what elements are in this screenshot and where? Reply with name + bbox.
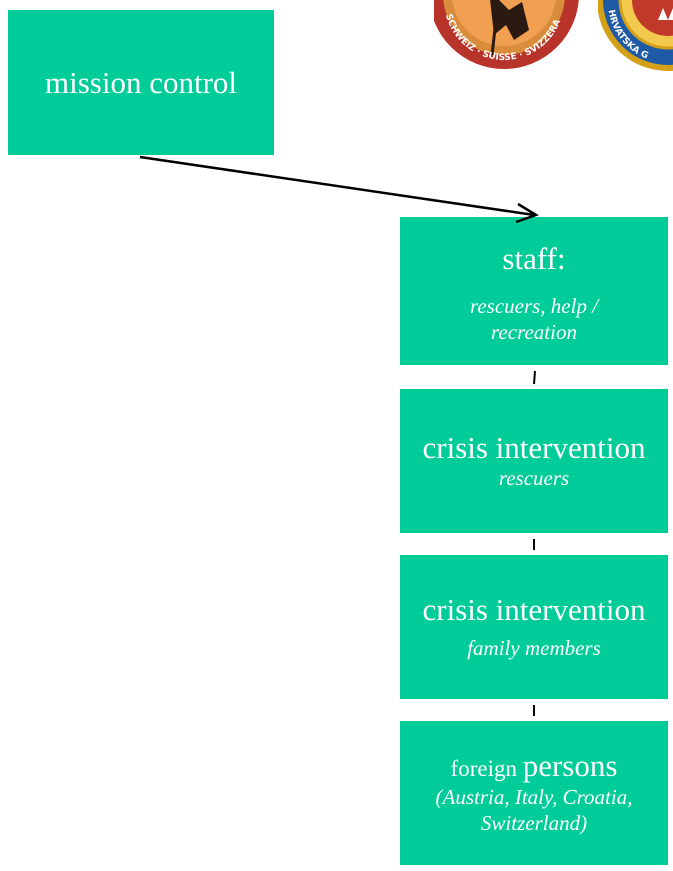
crisis-family-title: crisis intervention xyxy=(422,592,646,627)
mission-control-box: mission control xyxy=(8,10,274,155)
croatian-rescue-logo: HRVATSKA G xyxy=(598,0,673,71)
edelweiss-icon xyxy=(658,8,673,20)
foreign-persons-box: foreign persons (Austria, Italy, Croatia… xyxy=(400,721,668,865)
staff-to-rescuers-connector xyxy=(533,370,536,385)
crisis-family-subtitle: family members xyxy=(467,636,601,660)
foreign-persons-subtitle: (Austria, Italy, Croatia, Switzerland) xyxy=(435,784,633,835)
staff-title: staff: xyxy=(502,241,566,276)
staff-subtitle: rescuers, help / recreation xyxy=(469,294,599,344)
foreign-persons-title-big: persons xyxy=(522,747,618,783)
crisis-rescuers-title: crisis intervention xyxy=(422,430,646,465)
mission-to-staff-arrow-line xyxy=(139,155,535,217)
climber-icon xyxy=(490,0,529,40)
swiss-rescue-logo: SCHWEIZ · SUISSE · SVIZZERA xyxy=(434,0,579,69)
crisis-rescuers-subtitle: rescuers xyxy=(498,466,570,490)
crisis-rescuers-box: crisis intervention rescuers xyxy=(400,389,668,533)
staff-box: staff: rescuers, help / recreation xyxy=(400,217,668,365)
crisis-family-box: crisis intervention family members xyxy=(400,555,668,699)
foreign-persons-title-small: foreign xyxy=(450,755,523,781)
foreign-persons-title: foreign persons xyxy=(450,747,618,784)
mission-control-label: mission control xyxy=(44,64,238,100)
arrowhead-icon xyxy=(515,202,539,224)
